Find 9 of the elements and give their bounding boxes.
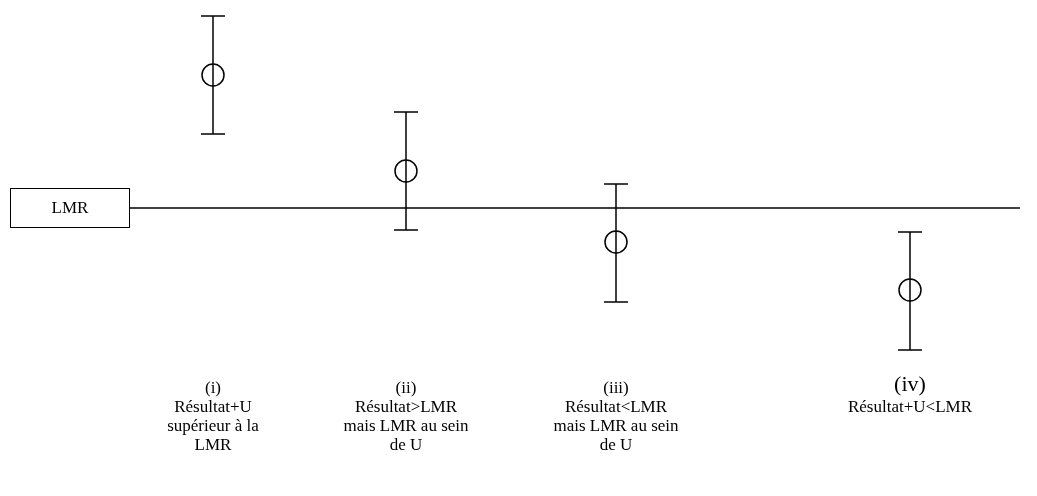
case-description: Résultat>LMR mais LMR au sein de U bbox=[342, 397, 470, 454]
case-number: (iii) bbox=[602, 378, 630, 397]
case-description: Résultat+U supérieur à la LMR bbox=[166, 397, 260, 454]
case-number: (i) bbox=[203, 378, 222, 397]
case-number: (ii) bbox=[394, 378, 418, 397]
case-description: Résultat+U<LMR bbox=[847, 397, 973, 416]
case-description: Résultat<LMR mais LMR au sein de U bbox=[552, 397, 680, 454]
limit-box: LMR bbox=[10, 188, 130, 228]
case-number: (iv) bbox=[893, 372, 927, 396]
